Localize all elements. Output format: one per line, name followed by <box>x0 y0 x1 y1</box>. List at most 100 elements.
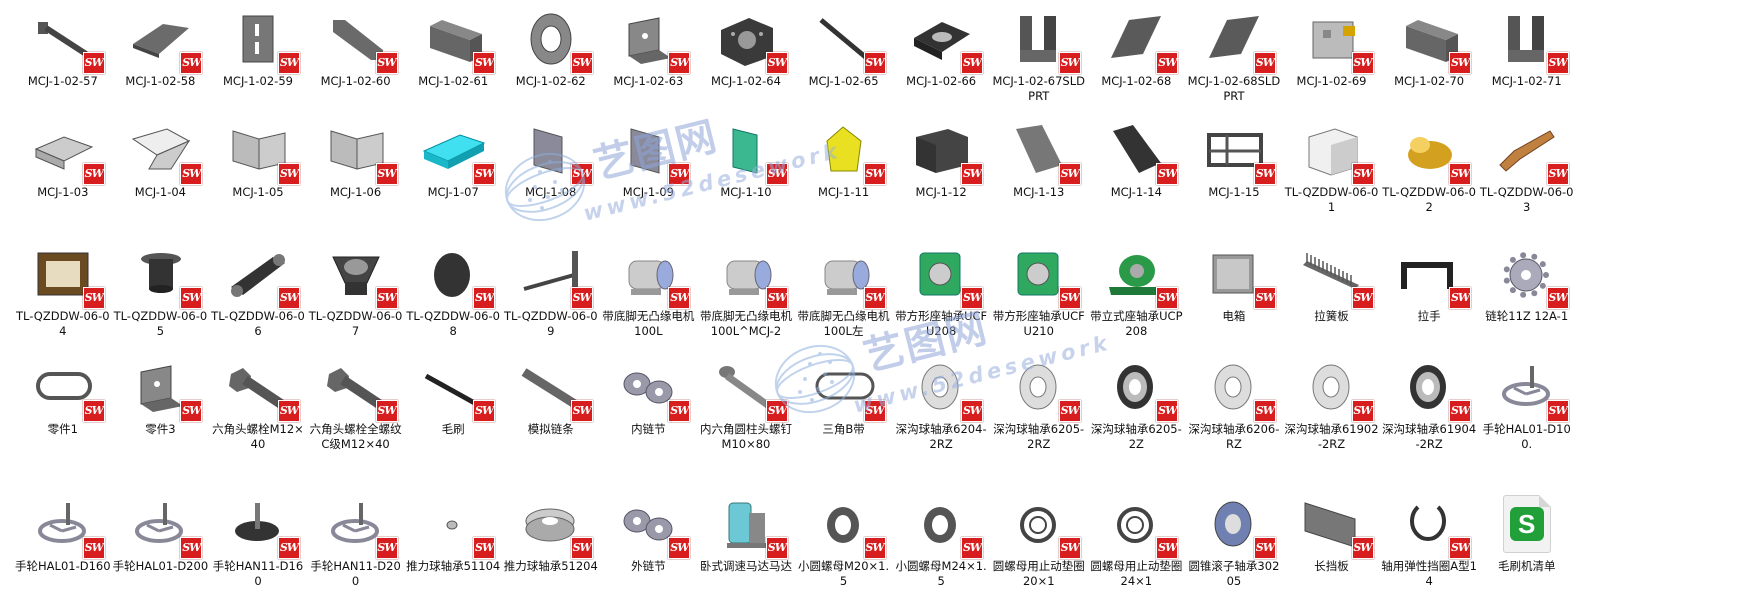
solidworks-badge-icon: SW <box>1156 163 1179 185</box>
bearing-part-icon <box>1214 364 1252 410</box>
bracket-part-icon <box>140 365 184 412</box>
round-nut-part-icon <box>924 507 957 543</box>
file-name-label: 轴用弹性挡圈A型14 <box>1381 559 1477 588</box>
file-name-label: 圆螺母用止动垫圈20×1 <box>992 559 1085 588</box>
file-thumbnail: SW <box>1194 354 1276 422</box>
file-name-label: MCJ-1-07 <box>427 185 479 199</box>
solidworks-badge-icon: SW <box>1058 287 1081 309</box>
solidworks-badge-icon: SW <box>82 52 105 74</box>
handle-part-icon <box>1401 262 1454 289</box>
brush-part-icon <box>424 373 482 409</box>
gear-motor-part-icon <box>726 502 769 548</box>
file-name-label: 深沟球轴承6205-2Z <box>1090 422 1182 451</box>
solidworks-badge-icon: SW <box>1449 52 1472 74</box>
solidworks-badge-icon: SW <box>82 163 105 185</box>
file-name-label: MCJ-1-08 <box>525 185 577 199</box>
solidworks-badge-icon: SW <box>1253 537 1276 559</box>
solidworks-badge-icon: SW <box>1449 537 1472 559</box>
round-nut-part-icon <box>826 507 859 543</box>
